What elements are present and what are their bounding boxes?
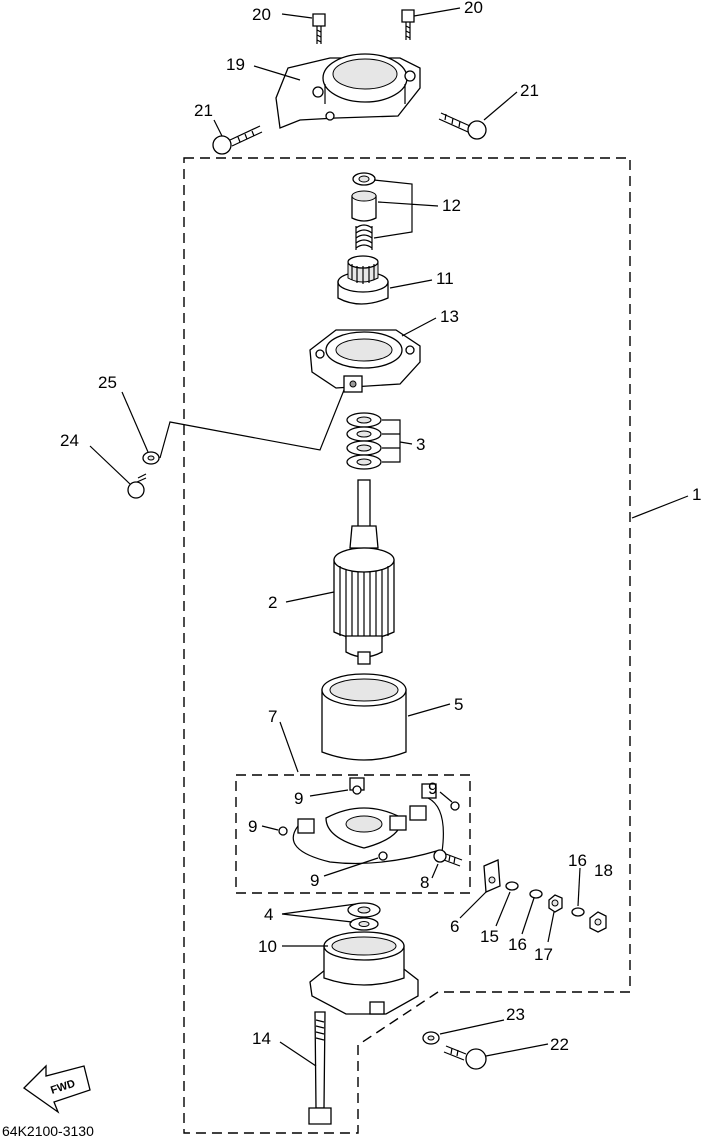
nut-part-17: [548, 894, 563, 913]
callout-11: 11: [436, 269, 454, 288]
screw-part-24: [127, 473, 147, 499]
callout-9-right: 9: [428, 779, 437, 798]
callout-12: 12: [442, 196, 461, 215]
callout-7: 7: [268, 707, 277, 726]
callout-15: 15: [480, 927, 499, 946]
washer-part-23: [422, 1031, 440, 1045]
callout-21-left: 21: [194, 101, 213, 120]
leader-lines: [89, 7, 689, 1067]
callout-14: 14: [252, 1029, 271, 1048]
brush-holder-assembly: [278, 777, 460, 865]
callout-20-right: 20: [464, 0, 483, 17]
callout-23: 23: [506, 1005, 525, 1024]
armature-part-2: [333, 479, 395, 665]
callout-9-bottom: 9: [310, 871, 319, 890]
bolt-part-20-left: [312, 13, 326, 44]
fwd-arrow-icon: FWD: [22, 1064, 91, 1114]
callout-5: 5: [454, 695, 463, 714]
callout-9-top: 9: [294, 789, 303, 808]
terminal-plate-part-6: [483, 859, 501, 893]
front-cover-part-13: [309, 329, 421, 393]
bolt-part-20-right: [401, 9, 415, 40]
drawing-code: 64K2100-3130: [2, 1123, 94, 1139]
callout-2: 2: [268, 593, 277, 612]
washer-part-16-left: [529, 889, 543, 899]
rear-cover-part-10: [309, 931, 419, 1015]
nut-part-18: [589, 911, 607, 933]
callout-3: 3: [416, 435, 425, 454]
washer-part-15: [505, 881, 519, 891]
yoke-part-5: [321, 673, 407, 761]
callout-13: 13: [440, 307, 459, 326]
callout-4: 4: [264, 905, 273, 924]
washer-part-25: [142, 451, 160, 465]
bracket-part-19: [275, 53, 421, 129]
callout-21-right: 21: [520, 81, 539, 100]
shim-parts-3: [346, 412, 382, 470]
callout-16-left: 16: [508, 935, 527, 954]
callout-1: 1: [692, 485, 701, 504]
callout-22: 22: [550, 1035, 569, 1054]
terminal-bolt-part-8: [433, 849, 463, 867]
through-bolt-part-14: [308, 1011, 332, 1125]
callout-10: 10: [258, 937, 277, 956]
pinion-part-11: [337, 255, 389, 305]
stopper-parts-12: [351, 172, 377, 250]
assembly-1-boundary: [183, 157, 631, 1134]
washer-part-16-right: [571, 907, 585, 917]
callout-19: 19: [226, 55, 245, 74]
washer-parts-4: [347, 902, 381, 931]
callout-24: 24: [60, 431, 79, 450]
brush-assembly-7-boundary: [235, 774, 471, 894]
callout-8: 8: [420, 873, 429, 892]
callout-20-left: 20: [252, 5, 271, 24]
callout-18: 18: [594, 861, 613, 880]
bolt-part-21-right: [438, 112, 487, 140]
callout-25: 25: [98, 373, 117, 392]
callout-labels: 20 20 19 21 21 12 11 13 25 24 3 1 2 5 7 …: [60, 0, 701, 1054]
callout-9-left: 9: [248, 817, 257, 836]
bolt-part-22: [443, 1045, 487, 1070]
callout-16-right: 16: [568, 851, 587, 870]
callout-6: 6: [450, 917, 459, 936]
bolt-part-21-left: [212, 125, 263, 155]
callout-17: 17: [534, 945, 553, 964]
